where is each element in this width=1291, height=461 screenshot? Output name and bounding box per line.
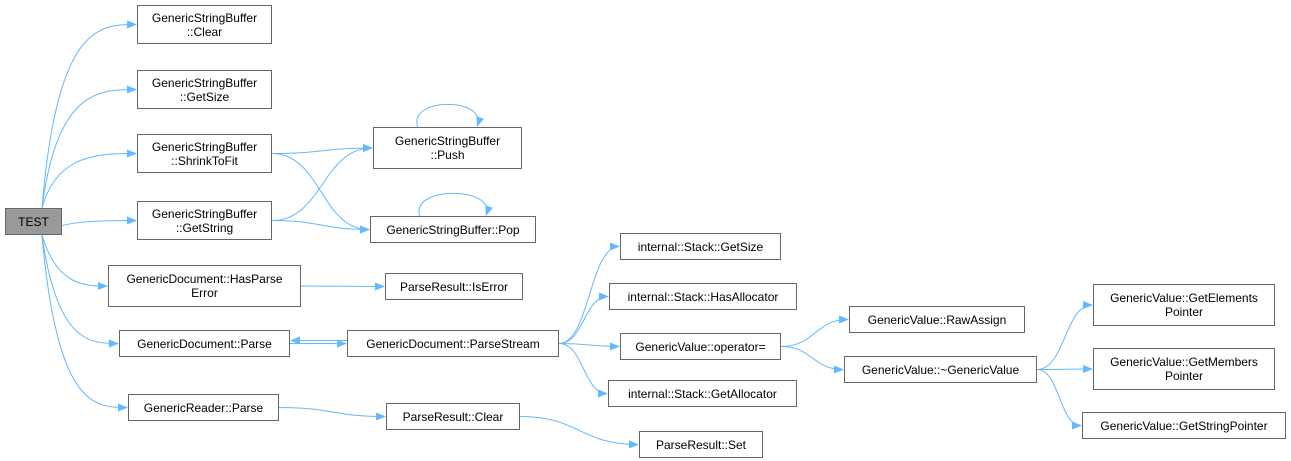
node-label: ::Clear: [186, 24, 223, 39]
edge-val-opassign-to-val-rawassign: [780, 315, 849, 347]
node-label: GenericDocument::HasParse: [126, 272, 283, 286]
node-label: GenericStringBuffer: [151, 10, 258, 25]
node-pr-iserror[interactable]: ParseResult::IsError: [385, 273, 523, 300]
edge-val-dtor-to-val-getmembers: [1036, 365, 1093, 374]
node-label: ::ShrinkToFit: [171, 153, 238, 168]
node-sb-getsize[interactable]: GenericStringBuffer::GetSize: [137, 70, 272, 109]
edge-test-to-sb-getsize: [41, 85, 137, 209]
node-val-rawassign[interactable]: GenericValue::RawAssign: [849, 306, 1025, 333]
node-label: GenericStringBuffer: [151, 139, 258, 154]
edge-sb-shrink-to-sb-push: [271, 144, 373, 154]
node-reader-parse[interactable]: GenericReader::Parse: [128, 394, 279, 421]
node-label: ::GetSize: [179, 89, 230, 104]
node-label: TEST: [18, 214, 49, 229]
node-label: GenericStringBuffer::Pop: [386, 222, 520, 237]
edge-sb-shrink-to-sb-pop: [271, 153, 370, 234]
node-label: ParseResult::Clear: [402, 409, 504, 424]
node-label: GenericValue::GetElements: [1110, 291, 1258, 305]
node-sb-clear[interactable]: GenericStringBuffer::Clear: [137, 5, 272, 44]
node-pr-clear[interactable]: ParseResult::Clear: [386, 403, 520, 430]
edge-doc-parsestream-to-stack-hasalloc: [558, 292, 609, 344]
node-test: TEST: [5, 208, 62, 235]
node-label: GenericDocument::Parse: [137, 336, 272, 351]
edge-doc-hasparseerror-to-pr-iserror: [300, 282, 385, 291]
node-label: GenericValue::operator=: [635, 339, 766, 354]
node-label: Pointer: [1164, 305, 1204, 319]
node-val-dtor[interactable]: GenericValue::~GenericValue: [844, 356, 1037, 383]
node-label: Pointer: [1164, 369, 1204, 383]
edge-val-opassign-to-val-dtor: [780, 346, 844, 374]
node-sb-push[interactable]: GenericStringBuffer::Push: [373, 127, 522, 169]
node-label: GenericStringBuffer: [151, 75, 258, 90]
node-label: ::Push: [430, 148, 465, 162]
node-label: ParseResult::IsError: [399, 279, 509, 294]
edge-val-dtor-to-val-getelements: [1036, 301, 1093, 370]
edge-sb-getstring-to-sb-push: [271, 144, 373, 221]
edge-doc-parsestream-to-stack-getalloc: [558, 343, 608, 398]
node-sb-getstring[interactable]: GenericStringBuffer::GetString: [137, 201, 272, 240]
node-doc-parse[interactable]: GenericDocument::Parse: [119, 330, 290, 357]
edge-sb-push-to-sb-push: [416, 103, 484, 128]
node-doc-parsestream[interactable]: GenericDocument::ParseStream: [347, 330, 559, 357]
node-val-opassign[interactable]: GenericValue::operator=: [620, 333, 781, 360]
edge-test-to-doc-hasparseerror: [41, 234, 108, 290]
node-label: ParseResult::Set: [655, 437, 747, 452]
node-label: GenericValue::RawAssign: [867, 312, 1007, 327]
node-label: internal::Stack::GetAllocator: [628, 386, 777, 401]
node-stack-getalloc[interactable]: internal::Stack::GetAllocator: [608, 380, 797, 407]
edge-doc-parsestream-to-stack-getsize: [558, 242, 620, 344]
edge-sb-getstring-to-sb-pop: [271, 220, 370, 234]
edge-sb-pop-to-sb-pop: [418, 192, 493, 217]
edge-pr-clear-to-pr-set: [519, 416, 639, 449]
edge-test-to-sb-shrink: [41, 149, 137, 209]
node-label: GenericDocument::ParseStream: [366, 336, 540, 351]
node-val-getstringptr[interactable]: GenericValue::GetStringPointer: [1082, 412, 1286, 439]
edge-doc-parsestream-to-val-opassign: [558, 342, 620, 351]
node-stack-hasalloc[interactable]: internal::Stack::HasAllocator: [609, 283, 797, 310]
node-label: Error: [191, 286, 218, 300]
node-label: GenericValue::GetStringPointer: [1100, 418, 1268, 433]
node-label: ::GetString: [175, 220, 234, 235]
edge-test-to-sb-clear: [41, 20, 137, 209]
node-sb-shrink[interactable]: GenericStringBuffer::ShrinkToFit: [137, 134, 272, 173]
node-label: GenericValue::~GenericValue: [861, 362, 1020, 377]
node-label: internal::Stack::GetSize: [637, 239, 764, 254]
node-label: GenericValue::GetMembers: [1110, 355, 1258, 369]
edge-val-dtor-to-val-getstringptr: [1036, 369, 1082, 430]
edge-test-to-reader-parse: [41, 234, 128, 412]
edge-test-to-doc-parse: [41, 234, 119, 348]
edge-reader-parse-to-pr-clear: [278, 407, 386, 421]
node-label: GenericStringBuffer: [394, 134, 501, 148]
node-stack-getsize[interactable]: internal::Stack::GetSize: [620, 233, 781, 260]
node-label: internal::Stack::HasAllocator: [627, 289, 779, 304]
node-label: GenericReader::Parse: [143, 400, 264, 415]
node-pr-set[interactable]: ParseResult::Set: [639, 431, 763, 458]
node-sb-pop[interactable]: GenericStringBuffer::Pop: [370, 216, 536, 243]
node-label: GenericStringBuffer: [151, 206, 258, 221]
